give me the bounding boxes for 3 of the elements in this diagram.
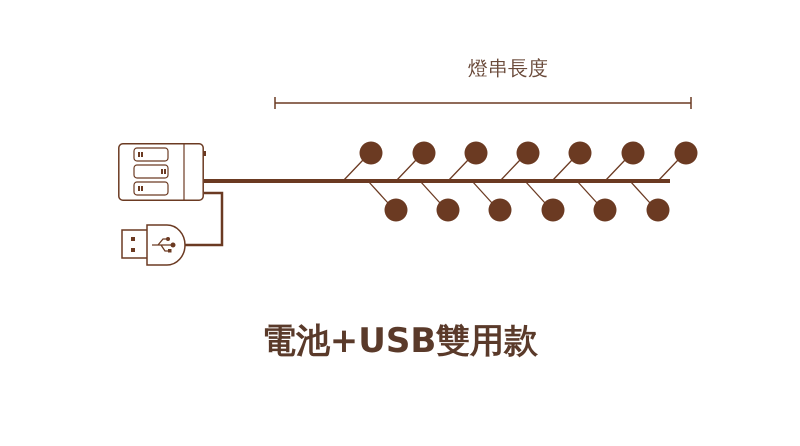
length-label: 燈串長度 <box>468 55 548 82</box>
cable <box>185 192 224 246</box>
caption: 電池+USB雙用款 <box>262 320 538 363</box>
